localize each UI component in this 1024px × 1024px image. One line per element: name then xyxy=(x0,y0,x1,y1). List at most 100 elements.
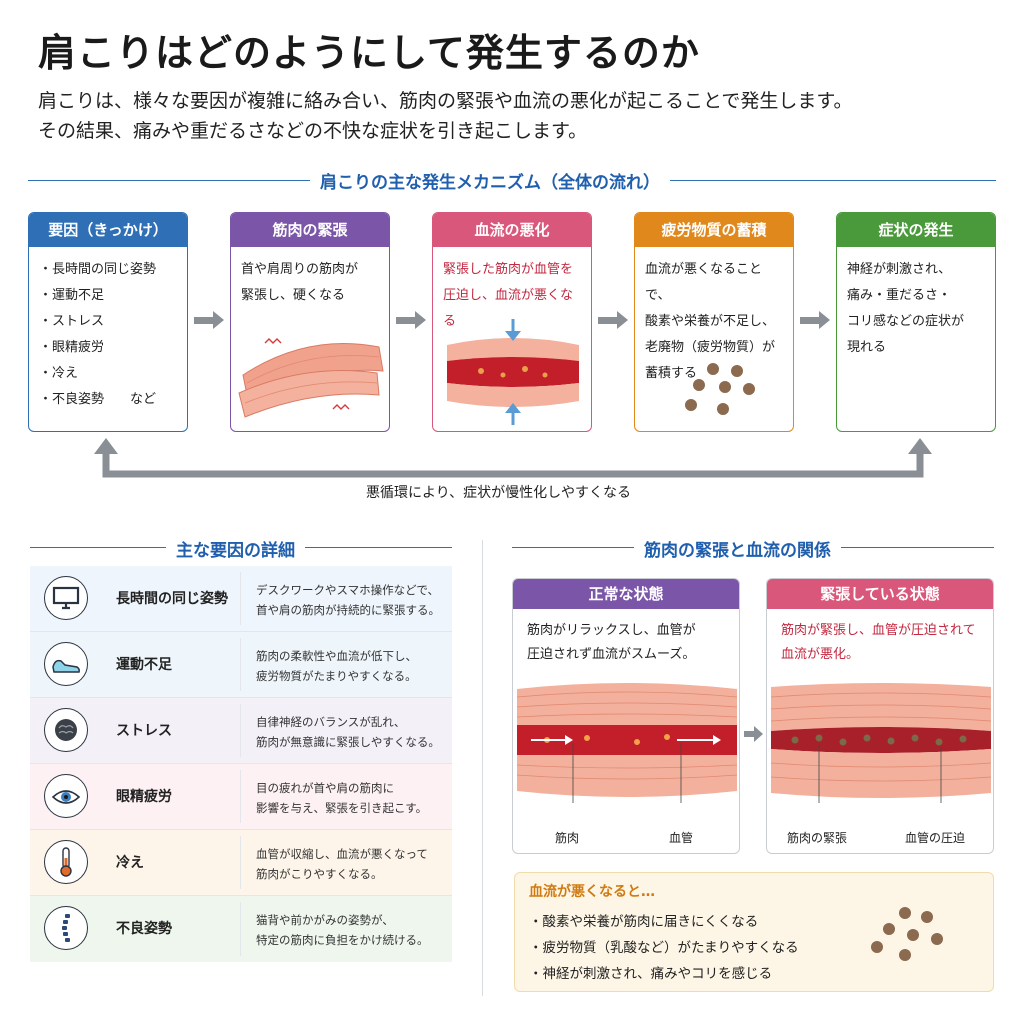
lead-text: 肩こりは、様々な要因が複雑に絡み合い、筋肉の緊張や血流の悪化が起こることで発生し… xyxy=(38,86,853,146)
card-title: 筋肉の緊張 xyxy=(231,213,389,247)
spine-icon xyxy=(44,906,88,950)
card-body: 首や肩周りの筋肉が 緊張し、硬くなる xyxy=(231,247,389,319)
card-line: 現れる xyxy=(847,340,887,355)
card-body: 緊張した筋肉が血管を 圧迫し、血流が悪くなる xyxy=(433,247,591,345)
flow-arrow-icon xyxy=(800,311,830,329)
factor-name: 冷え xyxy=(116,855,144,871)
column-divider xyxy=(482,540,483,996)
card-line: 首や肩周りの筋肉が xyxy=(241,262,359,277)
card-title: 症状の発生 xyxy=(837,213,995,247)
factor-desc: 血管が収縮し、血流が悪くなって 筋肉がこりやすくなる。 xyxy=(256,847,428,881)
list-item: ・酸素や栄養が筋肉に届きにくくなる xyxy=(529,914,759,930)
cause-item: ・ストレス xyxy=(39,314,105,329)
thermometer-icon xyxy=(44,840,88,884)
normal-vessel-illustration xyxy=(517,683,737,803)
card-line: コリ感などの症状が xyxy=(847,314,965,329)
factor-row: 運動不足 筋肉の柔軟性や血流が低下し、 疲労物質がたまりやすくなる。 xyxy=(30,632,452,698)
card-line: 緊張し、硬くなる xyxy=(241,288,346,303)
cause-item: ・冷え xyxy=(39,366,79,381)
factor-desc: 猫背や前かがみの姿勢が、 特定の筋肉に負担をかけ続ける。 xyxy=(256,913,429,947)
cause-item: ・眼精疲労 xyxy=(39,340,105,355)
factor-row: 冷え 血管が収縮し、血流が悪くなって 筋肉がこりやすくなる。 xyxy=(30,830,452,896)
page-title: 肩こりはどのようにして発生するのか xyxy=(38,31,700,75)
card-title: 要因（きっかけ） xyxy=(29,213,187,247)
factor-separator xyxy=(240,572,241,625)
factor-row: ストレス 自律神経のバランスが乱れ、 筋肉が無意識に緊張しやすくなる。 xyxy=(30,698,452,764)
state-title: 正常な状態 xyxy=(513,579,739,609)
factor-row: 長時間の同じ姿勢 デスクワークやスマホ操作などで、 首や肩の筋肉が持続的に緊張す… xyxy=(30,566,452,632)
bad-flow-box: 血流が悪くなると… ・酸素や栄養が筋肉に届きにくくなる ・疲労物質（乳酸など）が… xyxy=(514,872,994,992)
factor-name: ストレス xyxy=(116,723,172,739)
factor-desc: 自律神経のバランスが乱れ、 筋肉が無意識に緊張しやすくなる。 xyxy=(256,715,440,749)
lead-line: その結果、痛みや重だるさなどの不快な症状を引き起こします。 xyxy=(38,120,588,142)
flow-arrow-icon xyxy=(194,311,224,329)
card-line: 圧迫し、血流が悪くなる xyxy=(443,288,574,329)
card-title: 疲労物質の蓄積 xyxy=(635,213,793,247)
bad-flow-list: ・酸素や栄養が筋肉に届きにくくなる ・疲労物質（乳酸など）がたまりやすくなる ・… xyxy=(529,909,799,987)
card-line: 神経が刺激され、 xyxy=(847,262,952,277)
label-muscle-tension: 筋肉の緊張 xyxy=(787,831,848,845)
cause-item: ・長時間の同じ姿勢 xyxy=(39,262,157,277)
factor-name: 長時間の同じ姿勢 xyxy=(116,591,228,607)
vicious-cycle-arrow-icon xyxy=(94,438,932,478)
factor-name: 眼精疲労 xyxy=(116,789,172,805)
list-item: ・神経が刺激され、痛みやコリを感じる xyxy=(529,966,773,982)
compressed-vessel-illustration xyxy=(447,319,579,425)
state-description: 筋肉が緊張し、血管が圧迫されて 血流が悪化。 xyxy=(781,623,976,662)
relation-section-title: 筋肉の緊張と血流の関係 xyxy=(634,536,841,561)
cause-item: ・不良姿勢 など xyxy=(39,392,157,407)
label-vessel-compression: 血管の圧迫 xyxy=(905,831,966,845)
factor-separator xyxy=(240,770,241,823)
card-title: 血流の悪化 xyxy=(433,213,591,247)
state-title: 緊張している状態 xyxy=(767,579,993,609)
factor-row: 眼精疲労 目の疲れが首や肩の筋肉に 影響を与え、緊張を引き起こす。 xyxy=(30,764,452,830)
transition-arrow-icon xyxy=(744,726,764,742)
brain-icon xyxy=(44,708,88,752)
factor-separator xyxy=(240,836,241,889)
compressed-vessel-illustration xyxy=(771,683,991,803)
mechanism-card-blood-flow: 血流の悪化 緊張した筋肉が血管を 圧迫し、血流が悪くなる xyxy=(432,212,592,432)
factor-desc: 筋肉の柔軟性や血流が低下し、 疲労物質がたまりやすくなる。 xyxy=(256,649,417,683)
tense-state-card: 緊張している状態 筋肉が緊張し、血管が圧迫されて 血流が悪化。 筋肉の緊張 血管… xyxy=(766,578,994,854)
normal-state-card: 正常な状態 筋肉がリラックスし、血管が 圧迫されず血流がスムーズ。 筋肉 血管 xyxy=(512,578,740,854)
bad-flow-title: 血流が悪くなると… xyxy=(529,884,655,900)
card-line: 蓄積する xyxy=(645,366,698,381)
mechanism-card-muscle-tension: 筋肉の緊張 首や肩周りの筋肉が 緊張し、硬くなる xyxy=(230,212,390,432)
label-muscle: 筋肉 xyxy=(555,831,580,845)
shoe-icon xyxy=(44,642,88,686)
card-line: 痛み・重だるさ・ xyxy=(847,288,952,303)
factor-desc: 目の疲れが首や肩の筋肉に 影響を与え、緊張を引き起こす。 xyxy=(256,781,428,815)
cause-item: ・運動不足 xyxy=(39,288,105,303)
factor-name: 不良姿勢 xyxy=(116,921,172,937)
label-vessel: 血管 xyxy=(669,831,694,845)
mechanism-card-cause: 要因（きっかけ） ・長時間の同じ姿勢 ・運動不足 ・ストレス ・眼精疲労 ・冷え… xyxy=(28,212,188,432)
vicious-cycle-note: 悪循環により、症状が慢性化しやすくなる xyxy=(366,485,632,501)
fatigue-particles-icon xyxy=(685,363,755,415)
mechanism-card-fatigue: 疲労物質の蓄積 血流が悪くなることで、 酸素や栄養が不足し、 老廃物（疲労物質）… xyxy=(634,212,794,432)
monitor-icon xyxy=(44,576,88,620)
factor-separator xyxy=(240,902,241,956)
factor-separator xyxy=(240,704,241,757)
mechanism-card-symptoms: 症状の発生 神経が刺激され、 痛み・重だるさ・ コリ感などの症状が 現れる xyxy=(836,212,996,432)
lead-line: 肩こりは、様々な要因が複雑に絡み合い、筋肉の緊張や血流の悪化が起こることで発生し… xyxy=(38,90,853,112)
factor-name: 運動不足 xyxy=(116,657,172,673)
card-line: 血流が悪くなることで、 xyxy=(645,262,763,303)
card-line: 緊張した筋肉が血管を xyxy=(443,262,574,277)
factors-section-title: 主な要因の詳細 xyxy=(166,536,305,561)
eye-icon xyxy=(44,774,88,818)
card-line: 老廃物（疲労物質）が xyxy=(645,340,776,355)
card-body: 血流が悪くなることで、 酸素や栄養が不足し、 老廃物（疲労物質）が 蓄積する xyxy=(635,247,793,397)
tense-muscle-illustration xyxy=(238,338,384,418)
card-line: 酸素や栄養が不足し、 xyxy=(645,314,776,329)
flow-arrow-icon xyxy=(598,311,628,329)
card-body: ・長時間の同じ姿勢 ・運動不足 ・ストレス ・眼精疲労 ・冷え ・不良姿勢 など xyxy=(29,247,187,423)
factor-row: 不良姿勢 猫背や前かがみの姿勢が、 特定の筋肉に負担をかけ続ける。 xyxy=(30,896,452,962)
factor-desc: デスクワークやスマホ操作などで、 首や肩の筋肉が持続的に緊張する。 xyxy=(256,583,440,617)
list-item: ・疲労物質（乳酸など）がたまりやすくなる xyxy=(529,940,799,956)
card-body: 神経が刺激され、 痛み・重だるさ・ コリ感などの症状が 現れる xyxy=(837,247,995,371)
mechanism-section-title: 肩こりの主な発生メカニズム（全体の流れ） xyxy=(310,168,670,193)
state-description: 筋肉がリラックスし、血管が 圧迫されず血流がスムーズ。 xyxy=(527,623,696,662)
flow-arrow-icon xyxy=(396,311,426,329)
fatigue-particles-icon xyxy=(871,907,943,961)
factor-separator xyxy=(240,638,241,691)
